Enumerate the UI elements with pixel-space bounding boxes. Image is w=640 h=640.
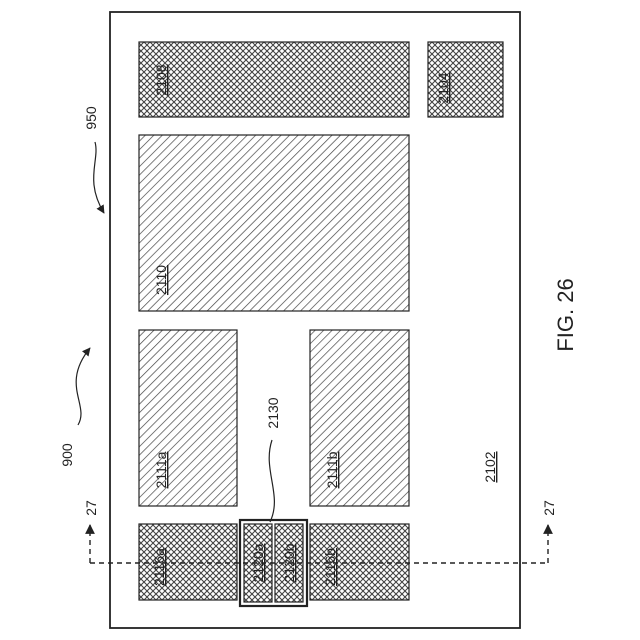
ref-label-2130: 2130	[265, 397, 281, 428]
label-2116b: 2116b	[322, 548, 338, 586]
label-2110: 2110	[153, 265, 169, 295]
leader-900	[76, 348, 90, 425]
figure-caption: FIG. 26	[553, 278, 578, 351]
ref-label-950: 950	[83, 106, 99, 130]
label-2102: 2102	[482, 451, 498, 482]
label-2104: 2104	[435, 72, 451, 103]
label-2116a: 2116a	[151, 548, 167, 586]
component-2108	[139, 42, 409, 117]
section-label-right: 27	[541, 500, 557, 516]
label-2111a: 2111a	[153, 451, 169, 488]
component-2110	[139, 135, 409, 311]
leader-2130	[269, 440, 274, 522]
label-2108: 2108	[153, 64, 169, 95]
label-2111b: 2111b	[324, 451, 340, 488]
section-label-left: 27	[83, 500, 99, 516]
ref-label-900: 900	[59, 443, 75, 467]
leader-950	[94, 142, 104, 213]
